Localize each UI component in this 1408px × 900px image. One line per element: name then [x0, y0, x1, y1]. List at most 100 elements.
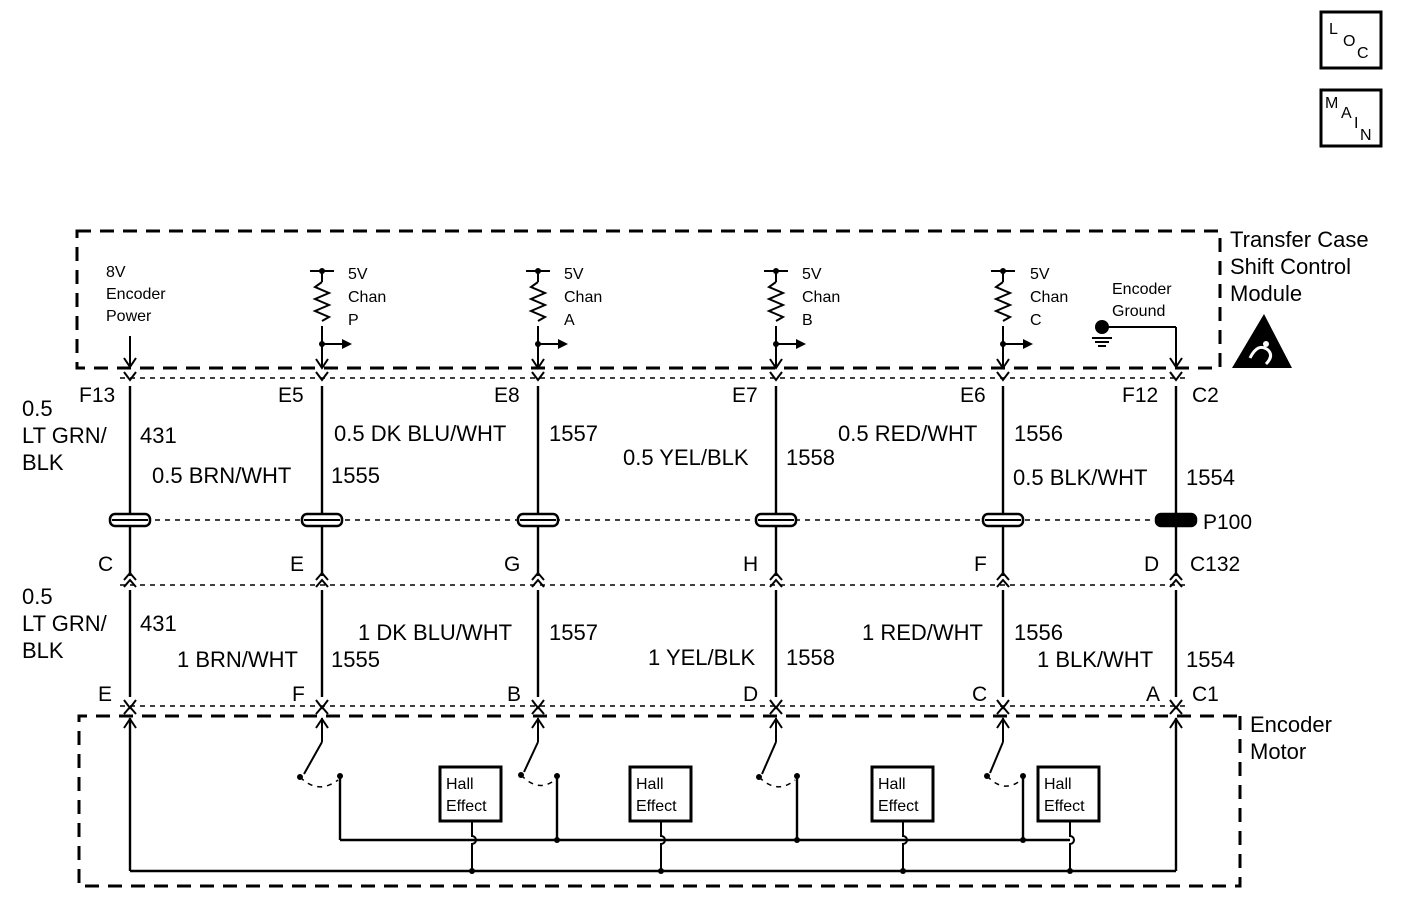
- svg-text:1558: 1558: [786, 645, 835, 670]
- svg-text:0.5 BLK/WHT: 0.5 BLK/WHT: [1013, 465, 1147, 490]
- motor-signal-bus: [338, 776, 1070, 843]
- svg-text:Transfer Case: Transfer Case: [1230, 227, 1369, 252]
- connector-p100-label: P100: [1203, 511, 1252, 534]
- pin-labels-c1: E F B D C A: [98, 683, 1160, 706]
- wire-431-upper-label: 0.5 LT GRN/ BLK 431: [22, 396, 177, 475]
- svg-text:F13: F13: [79, 384, 115, 407]
- svg-text:1 RED/WHT: 1 RED/WHT: [862, 620, 983, 645]
- svg-text:1 YEL/BLK: 1 YEL/BLK: [648, 645, 756, 670]
- main-letter-n: N: [1360, 127, 1372, 144]
- svg-text:5V: 5V: [1030, 266, 1050, 283]
- svg-text:F12: F12: [1122, 384, 1158, 407]
- svg-text:Encoder: Encoder: [1112, 281, 1172, 298]
- svg-text:1555: 1555: [331, 463, 380, 488]
- svg-text:1556: 1556: [1014, 421, 1063, 446]
- pin-labels-c2: F13 E5 E8 E7 E6 F12: [79, 384, 1158, 407]
- svg-text:Effect: Effect: [878, 798, 919, 815]
- svg-text:E6: E6: [960, 384, 986, 407]
- loc-letter-c: C: [1357, 45, 1369, 62]
- svg-text:E: E: [98, 683, 112, 706]
- channel-b-label: 5V Chan B: [802, 266, 840, 329]
- svg-text:8V: 8V: [106, 264, 126, 281]
- motor-boundary: [77, 714, 1242, 888]
- main-letter-a: A: [1341, 105, 1352, 122]
- connector-c2-label: C2: [1192, 384, 1219, 407]
- channel-a-pullup: [526, 268, 568, 370]
- wire-1557-lower-label: 1 DK BLU/WHT 1557: [358, 620, 598, 645]
- wire-1558-lower-label: 1 YEL/BLK 1558: [648, 645, 835, 670]
- switch-b: [756, 717, 800, 788]
- svg-text:A: A: [564, 312, 575, 329]
- hall-effect-sensor-4: Hall Effect: [1036, 765, 1101, 874]
- svg-text:Hall: Hall: [878, 776, 906, 793]
- svg-text:1557: 1557: [549, 421, 598, 446]
- svg-text:1 BRN/WHT: 1 BRN/WHT: [177, 647, 298, 672]
- svg-text:5V: 5V: [564, 266, 584, 283]
- c2-terminals: [123, 371, 1183, 382]
- svg-text:Shift Control: Shift Control: [1230, 254, 1351, 279]
- svg-text:P: P: [348, 312, 359, 329]
- svg-text:F: F: [292, 683, 305, 706]
- encoder-power-label: 8V Encoder Power: [106, 264, 166, 325]
- svg-text:Effect: Effect: [446, 798, 487, 815]
- svg-text:1556: 1556: [1014, 620, 1063, 645]
- module-label: Transfer Case Shift Control Module: [1230, 227, 1369, 306]
- svg-text:E: E: [290, 553, 304, 576]
- svg-text:BLK: BLK: [22, 638, 64, 663]
- svg-text:Chan: Chan: [564, 289, 602, 306]
- channel-p-pullup: [310, 268, 352, 370]
- svg-text:Module: Module: [1230, 281, 1302, 306]
- channel-a-label: 5V Chan A: [564, 266, 602, 329]
- main-letter-m: M: [1325, 95, 1338, 112]
- svg-text:Motor: Motor: [1250, 739, 1306, 764]
- svg-text:0.5: 0.5: [22, 396, 53, 421]
- svg-text:LT GRN/: LT GRN/: [22, 611, 108, 636]
- svg-text:0.5 BRN/WHT: 0.5 BRN/WHT: [152, 463, 291, 488]
- svg-text:G: G: [504, 553, 520, 576]
- svg-text:1558: 1558: [786, 445, 835, 470]
- svg-text:B: B: [802, 312, 813, 329]
- c132-terminals: [123, 571, 1183, 588]
- svg-text:F: F: [974, 553, 987, 576]
- module-boundary: [75, 229, 1222, 370]
- svg-text:Hall: Hall: [446, 776, 474, 793]
- svg-text:1557: 1557: [549, 620, 598, 645]
- c1-terminals: [123, 699, 1183, 715]
- svg-text:Effect: Effect: [1044, 798, 1085, 815]
- svg-text:Encoder: Encoder: [106, 286, 166, 303]
- svg-text:Chan: Chan: [1030, 289, 1068, 306]
- main-button[interactable]: M A I N: [1319, 88, 1383, 148]
- svg-text:B: B: [507, 683, 521, 706]
- loc-button[interactable]: L O C: [1319, 10, 1383, 70]
- wire-1554-upper-label: 0.5 BLK/WHT 1554: [1013, 465, 1235, 490]
- wire-1554-lower-label: 1 BLK/WHT 1554: [1037, 647, 1235, 672]
- channel-b-pullup: [764, 268, 806, 370]
- pin-labels-c132: C E G H F D: [98, 553, 1159, 576]
- loc-letter-o: O: [1343, 33, 1355, 50]
- svg-text:Hall: Hall: [636, 776, 664, 793]
- svg-text:E5: E5: [278, 384, 304, 407]
- svg-text:C: C: [98, 553, 113, 576]
- svg-text:Ground: Ground: [1112, 303, 1165, 320]
- hall-effect-sensor-2: Hall Effect: [628, 765, 693, 874]
- svg-text:C: C: [972, 683, 987, 706]
- svg-text:1554: 1554: [1186, 647, 1235, 672]
- ground-icon: [1092, 320, 1183, 369]
- wire-1556-upper-label: 0.5 RED/WHT 1556: [838, 421, 1063, 446]
- svg-text:Hall: Hall: [1044, 776, 1072, 793]
- connector-c1-label: C1: [1192, 683, 1219, 706]
- svg-text:E7: E7: [732, 384, 758, 407]
- loc-letter-l: L: [1329, 21, 1338, 38]
- switch-p: [297, 717, 343, 788]
- svg-text:431: 431: [140, 423, 177, 448]
- svg-text:BLK: BLK: [22, 450, 64, 475]
- motor-label: Encoder Motor: [1250, 712, 1332, 764]
- svg-text:Power: Power: [106, 308, 152, 325]
- svg-text:1 DK BLU/WHT: 1 DK BLU/WHT: [358, 620, 512, 645]
- svg-text:0.5 RED/WHT: 0.5 RED/WHT: [838, 421, 977, 446]
- wire-1555-lower-label: 1 BRN/WHT 1555: [177, 647, 380, 672]
- wire-1558-upper-label: 0.5 YEL/BLK 1558: [623, 445, 835, 470]
- svg-text:5V: 5V: [348, 266, 368, 283]
- motor-power-bus: [123, 717, 1183, 873]
